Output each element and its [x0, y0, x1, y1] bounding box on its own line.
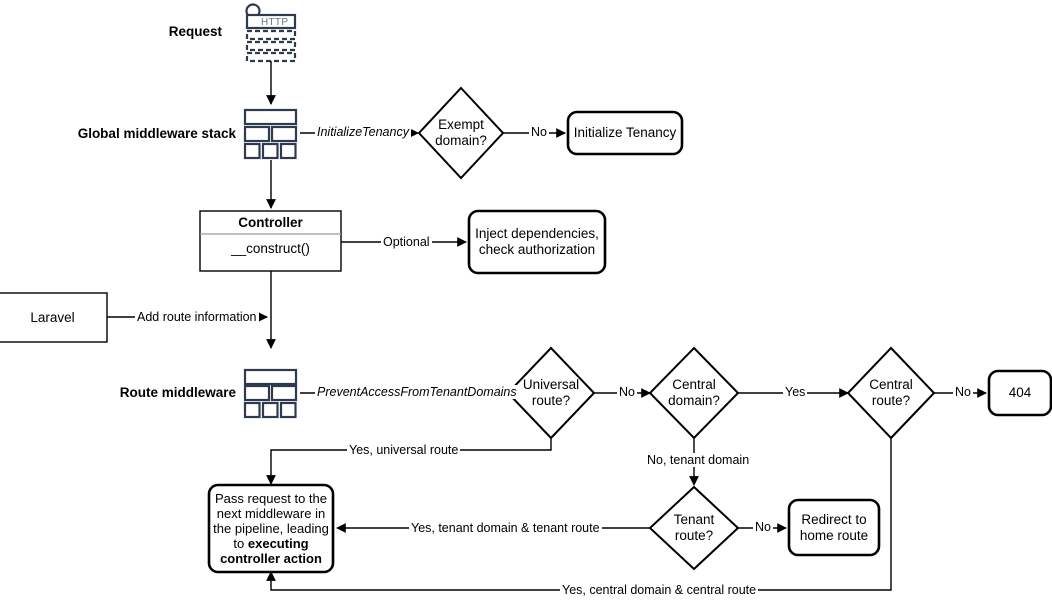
- node-redirect-home-shape: [787, 498, 881, 557]
- edge-label-exempt-no: No: [529, 125, 549, 139]
- node-exempt-domain-shape: [417, 86, 505, 180]
- edge-label-yes-central-domain-central-route: Yes, central domain & central route: [560, 583, 759, 597]
- node-initialize-tenancy-label: Initialize Tenancy: [573, 125, 677, 140]
- node-controller-title: Controller: [238, 215, 303, 230]
- node-tenant-route-shape: [648, 485, 740, 571]
- central-route-line-2: route?: [871, 393, 911, 408]
- pass-request-emphasis: executing controller action: [220, 536, 322, 566]
- central-domain-line-2: domain?: [668, 393, 720, 408]
- universal-route-line-2: route?: [531, 393, 571, 408]
- exempt-domain-line-2: domain?: [435, 133, 487, 148]
- node-laravel-label: Laravel: [30, 309, 75, 325]
- node-central-route-label: Central route?: [848, 372, 934, 414]
- universal-route-line-1: Universal: [522, 377, 580, 392]
- edge-label-universal-no: No: [617, 385, 637, 399]
- inject-dependencies-line-2: check authorization: [478, 242, 596, 257]
- node-404-shape: [987, 369, 1052, 417]
- middleware-stack-icon-global: [243, 108, 298, 160]
- exempt-domain-line-1: Exempt: [438, 117, 484, 132]
- edge-label-yes-tenant-domain-tenant-route: Yes, tenant domain & tenant route: [409, 521, 602, 535]
- edge-label-tenant-route-no: No: [753, 520, 773, 534]
- node-tenant-route-label: Tenant route?: [650, 507, 738, 549]
- edge-label-prevent-access-middleware: PreventAccessFromTenantDomains: [315, 385, 519, 399]
- tenant-route-line-2: route?: [674, 528, 714, 543]
- redirect-home-line-2: home route: [799, 527, 869, 543]
- node-initialize-tenancy-shape: [566, 110, 684, 156]
- node-central-domain-label: Central domain?: [650, 372, 738, 414]
- node-laravel-shape: [0, 292, 108, 343]
- node-pass-request-shape: [207, 483, 335, 574]
- node-inject-dependencies-label: Inject dependencies, check authorization: [469, 211, 605, 273]
- redirect-home-line-1: Redirect to: [801, 511, 867, 527]
- node-redirect-home-label: Redirect to home route: [789, 500, 879, 555]
- label-route-middleware: Route middleware: [119, 385, 236, 400]
- edge-label-initialize-tenancy-middleware: InitializeTenancy: [315, 125, 411, 139]
- http-badge-label: HTTP: [261, 17, 289, 28]
- middleware-stack-icon-route: [243, 368, 298, 419]
- tenant-route-line-1: Tenant: [673, 512, 715, 527]
- inject-dependencies-line-1: Inject dependencies,: [475, 226, 599, 241]
- edge-label-no-tenant-domain: No, tenant domain: [645, 453, 752, 467]
- node-exempt-domain-label: Exempt domain?: [419, 112, 503, 154]
- node-controller-shape: [199, 210, 342, 272]
- http-request-icon: [245, 3, 297, 63]
- edge-label-central-domain-yes: Yes: [783, 385, 808, 399]
- node-inject-dependencies-shape: [467, 209, 607, 275]
- edge-label-add-route-information: Add route information: [135, 310, 259, 324]
- node-universal-route-label: Universal route?: [508, 372, 594, 414]
- edge-label-yes-universal-route: Yes, universal route: [347, 443, 461, 457]
- pass-request-text: Pass request to the next middleware in t…: [213, 491, 329, 551]
- central-domain-line-1: Central: [672, 377, 716, 392]
- edge-label-optional: Optional: [381, 235, 432, 249]
- central-route-line-1: Central: [869, 377, 913, 392]
- label-global-middleware-stack: Global middleware stack: [77, 126, 236, 141]
- label-request: Request: [168, 24, 222, 39]
- edge-label-central-route-no: No: [953, 385, 973, 399]
- node-controller-method: __construct(): [231, 241, 310, 256]
- node-pass-request-label: Pass request to the next middleware in t…: [213, 485, 329, 572]
- node-404-label: 404: [1008, 385, 1032, 400]
